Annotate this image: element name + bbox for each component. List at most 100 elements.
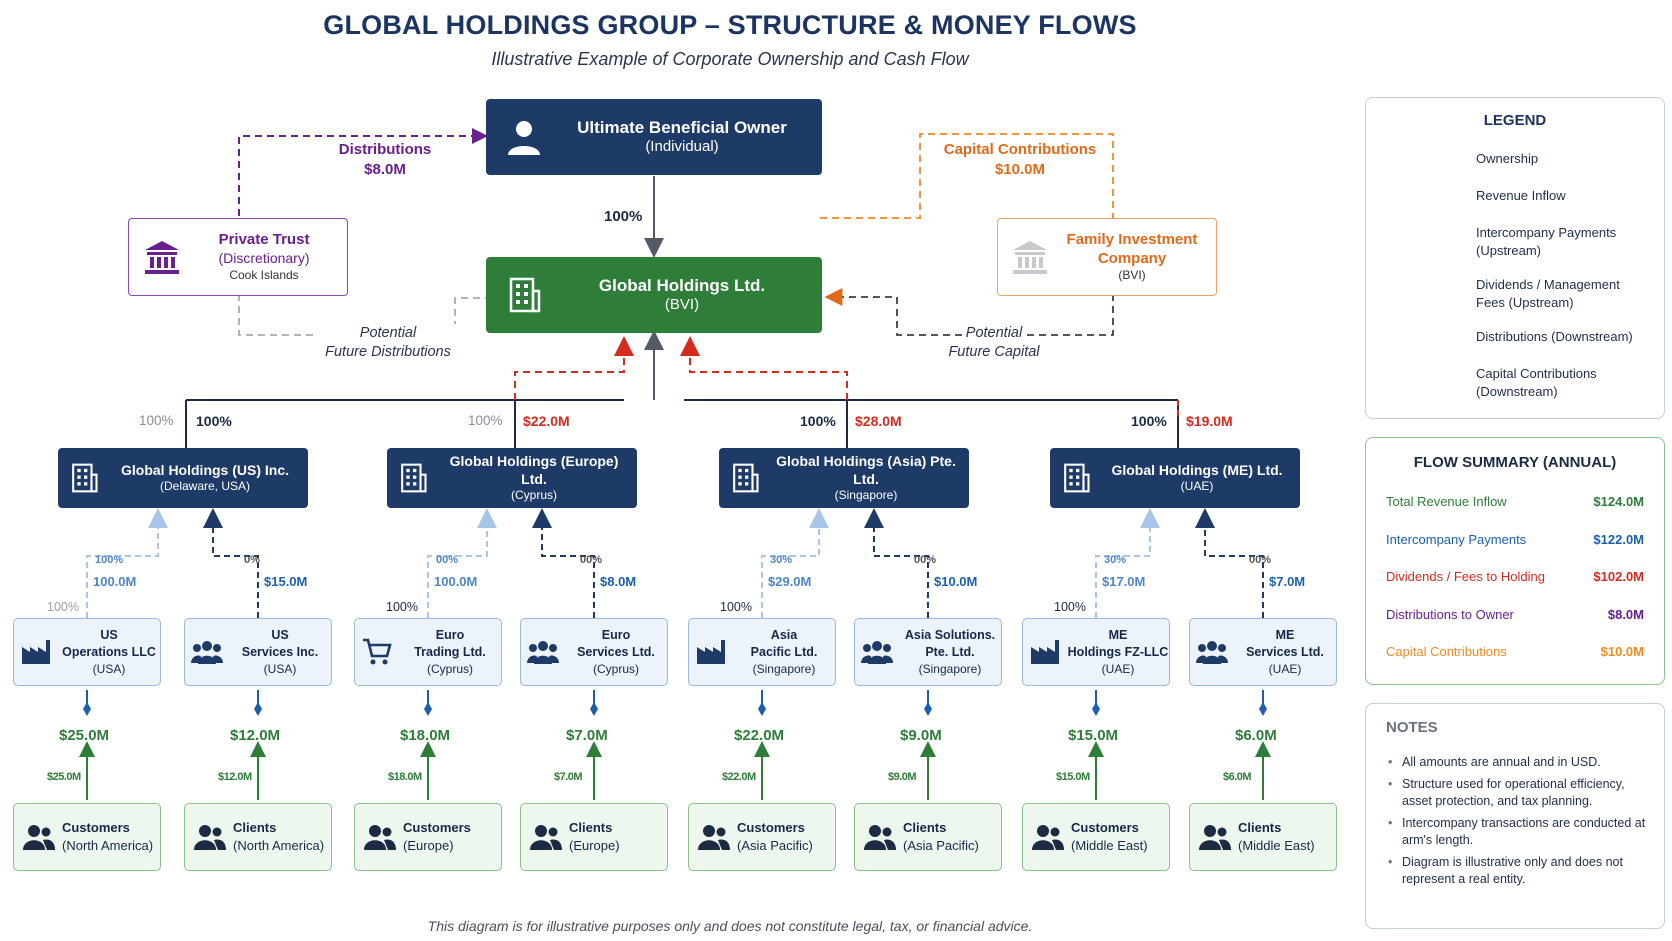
ubo-name: Ultimate Beneficial Owner xyxy=(577,118,787,137)
region-name: Global Holdings (US) Inc. xyxy=(121,461,289,478)
flow-summary-row: Distributions to Owner$8.0M xyxy=(1386,607,1644,622)
revenue-amount-echo: $6.0M xyxy=(1223,771,1252,783)
intercompany-amount: $15.0M xyxy=(264,574,308,589)
subsidiary-name-line1: Euro xyxy=(435,628,465,643)
family-name-line2: Company xyxy=(1097,249,1167,267)
customer-box[interactable]: Customers (Asia Pacific) xyxy=(688,803,836,871)
flow-summary-label: Intercompany Payments xyxy=(1386,531,1527,547)
revenue-amount: $15.0M xyxy=(1068,727,1119,744)
intercompany-pct: 100% xyxy=(95,554,124,566)
trust-jurisdiction: Cook Islands xyxy=(229,267,299,282)
building-icon xyxy=(486,277,562,313)
region-box[interactable]: Global Holdings (US) Inc.(Delaware, USA) xyxy=(58,448,308,508)
subsidiary-name-line2: Trading Ltd. xyxy=(414,644,486,659)
note-item: Diagram is illustrative only and does no… xyxy=(1386,854,1650,889)
people-icon xyxy=(185,639,229,665)
region-box[interactable]: Global Holdings (Europe) Ltd.(Cyprus) xyxy=(387,448,637,508)
intercompany-pct: 00% xyxy=(580,554,603,566)
ownership-pct: 100% xyxy=(196,413,232,429)
customer-region: (North America) xyxy=(233,838,325,853)
page-title: GLOBAL HOLDINGS GROUP – STRUCTURE & MONE… xyxy=(323,10,1137,40)
customer-box[interactable]: Customers(Middle East) xyxy=(1022,803,1170,871)
region-box[interactable]: Global Holdings (Asia) Pte. Ltd.(Singapo… xyxy=(719,448,969,508)
revenue-amount: $22.0M xyxy=(734,727,785,744)
diamond-icon xyxy=(83,702,91,716)
subsidiary-jurisdiction: (Cyprus) xyxy=(426,661,473,676)
intercompany-pct: 00% xyxy=(436,554,459,566)
customer-label: Clients xyxy=(1238,820,1282,836)
intercompany-pct: 30% xyxy=(1104,554,1127,566)
subsidiary-jurisdiction: (UAE) xyxy=(1268,661,1302,676)
subsidiary-name-line2: Holdings FZ-LLC xyxy=(1067,644,1169,659)
intercompany-connector xyxy=(86,508,168,618)
customer-box[interactable]: Clients(North America) xyxy=(184,803,332,871)
region-box[interactable]: Global Holdings (ME) Ltd.(UAE) xyxy=(1050,448,1300,508)
ubo-box[interactable]: Ultimate Beneficial Owner (Individual) xyxy=(486,99,822,175)
revenue-amount-echo: $25.0M xyxy=(47,771,81,783)
ownership-pct: 100% xyxy=(1131,413,1167,429)
region-jurisdiction: (UAE) xyxy=(1180,479,1214,494)
subsidiary-name-line1: Asia Solutions. xyxy=(904,628,996,643)
customer-box[interactable]: Clients(Middle East) xyxy=(1189,803,1337,871)
customer-box[interactable]: Customers(Europe) xyxy=(354,803,502,871)
region-name: Global Holdings (ME) Ltd. xyxy=(1111,461,1283,478)
subsidiary-jurisdiction: (USA) xyxy=(263,661,297,676)
subsidiary-ownership-pct: 100% xyxy=(47,600,79,614)
note-item: Intercompany transactions are conducted … xyxy=(1386,815,1650,850)
subsidiary-ownership-pct: 100% xyxy=(720,600,752,614)
intercompany-connector xyxy=(203,508,259,618)
bank-icon xyxy=(998,239,1062,275)
factory-icon xyxy=(14,639,58,665)
building-icon xyxy=(387,463,439,493)
people-icon xyxy=(855,639,899,665)
diamond-icon xyxy=(424,702,432,716)
trust-name: Private Trust xyxy=(218,231,310,249)
intercompany-amount: $7.0M xyxy=(1269,574,1306,589)
page-subtitle: Illustrative Example of Corporate Owners… xyxy=(491,49,969,69)
customer-region: (Asia Pacific) xyxy=(903,838,979,853)
flow-summary-label: Total Revenue Inflow xyxy=(1386,494,1507,509)
revenue-amount: $9.0M xyxy=(900,727,942,744)
holding-box[interactable]: Global Holdings Ltd. (BVI) xyxy=(486,257,822,333)
subsidiary-name-line1: US xyxy=(271,628,289,643)
intercompany-pct: 00% xyxy=(1249,554,1272,566)
customer-region: (Middle East) xyxy=(1071,838,1148,853)
customer-box[interactable]: Clients(Asia Pacific) xyxy=(854,803,1002,871)
flow-summary-value: $10.0M xyxy=(1600,644,1644,659)
subsidiary-name-line2: Pte. Ltd. xyxy=(925,644,975,659)
intercompany-connector xyxy=(1095,508,1160,618)
subsidiary-jurisdiction: (Singapore) xyxy=(918,661,982,676)
revenue-amount-echo: $7.0M xyxy=(554,771,583,783)
legend-item-ownership: Ownership xyxy=(1476,151,1539,166)
customer-box[interactable]: Clients(Europe) xyxy=(520,803,668,871)
trust-box[interactable]: Private Trust (Discretionary) Cook Islan… xyxy=(128,218,348,296)
dividend-amount: $22.0M xyxy=(523,413,570,429)
flow-summary-value: $124.0M xyxy=(1593,494,1644,509)
family-investment-box[interactable]: Family Investment Company (BVI) xyxy=(997,218,1217,296)
region-jurisdiction: (Cyprus) xyxy=(510,488,557,502)
potential-distributions-label: Potential Future Distributions xyxy=(318,324,458,362)
customer-label: Customers xyxy=(737,820,805,836)
revenue-amount: $18.0M xyxy=(400,727,451,744)
customer-region: (Asia Pacific) xyxy=(737,838,813,853)
person-icon xyxy=(486,117,562,157)
customer-box[interactable]: Customers(North America) xyxy=(13,803,161,871)
subsidiary-name-line2: Operations LLC xyxy=(62,644,156,659)
subsidiary-box[interactable]: Asia Solutions.Pte. Ltd. (Singapore) xyxy=(854,618,1002,686)
building-icon xyxy=(58,463,110,493)
revenue-amount-echo: $12.0M xyxy=(218,771,252,783)
intercompany-amount: $29.0M xyxy=(768,574,812,589)
subsidiary-name-line2: Services Inc. xyxy=(241,644,319,659)
intercompany-pct: 30% xyxy=(770,554,793,566)
flow-summary-value: $8.0M xyxy=(1607,606,1644,622)
flow-summary-title: FLOW SUMMARY (ANNUAL) xyxy=(1413,454,1617,471)
subsidiary-name-line1: Euro xyxy=(601,628,631,643)
